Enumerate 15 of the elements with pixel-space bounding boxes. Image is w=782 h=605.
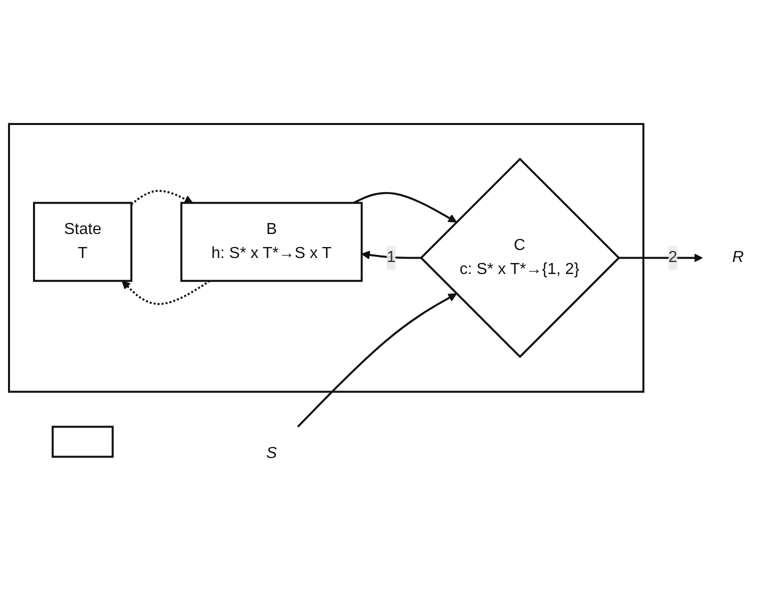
edge-label: 1 [386, 248, 396, 266]
arrow [618, 254, 702, 262]
arrow [121, 280, 210, 306]
arrow [360, 250, 420, 260]
node-box: State T [32, 202, 132, 282]
edge-label: 2 [668, 248, 677, 266]
node-box [51, 426, 114, 458]
arrow [130, 190, 193, 206]
arrow [296, 293, 456, 428]
node-box: B h: S* x T*→S x T [180, 202, 362, 282]
cluster [8, 123, 644, 393]
arrow [352, 192, 456, 223]
node-text: S [266, 444, 276, 462]
node-diamond: C c: S* x T*→{1, 2} [419, 158, 620, 358]
node-text: R [732, 248, 744, 266]
